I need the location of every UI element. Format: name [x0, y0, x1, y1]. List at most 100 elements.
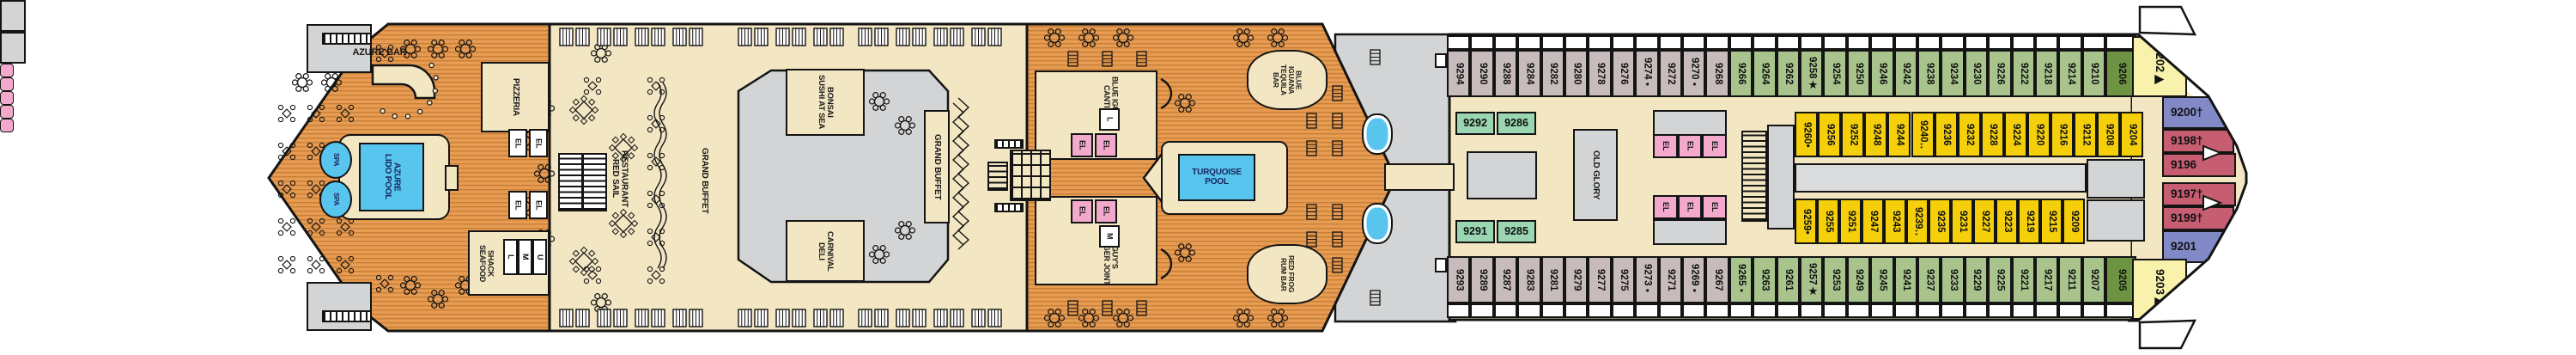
- cabin-9281[interactable]: 9281: [1540, 256, 1564, 303]
- cabin-9259[interactable]: 9259•: [1795, 199, 1817, 244]
- cabin-9210[interactable]: 9210: [2081, 50, 2106, 97]
- escalator-icon[interactable]: [558, 153, 607, 211]
- cabin-9200[interactable]: 9200†: [2162, 96, 2233, 129]
- cabin-9219[interactable]: 9219: [2018, 199, 2040, 244]
- stairs-icon[interactable]: [1741, 131, 1767, 222]
- cabin-9280[interactable]: 9280: [1564, 50, 1589, 97]
- cabin-9290[interactable]: 9290: [1470, 50, 1494, 97]
- cabin-9288[interactable]: 9288: [1493, 50, 1518, 97]
- cabin-9238[interactable]: 9238: [1917, 50, 1941, 97]
- cabin-9245[interactable]: 9245: [1870, 256, 1894, 303]
- cabin-9209[interactable]: 9209: [2063, 199, 2085, 244]
- cabin-9207[interactable]: 9207: [2081, 256, 2106, 303]
- cabin-9198[interactable]: 9198†: [2162, 129, 2234, 153]
- spa-whirlpool[interactable]: SPA: [319, 181, 352, 218]
- cabin-9196[interactable]: 9196: [2162, 153, 2236, 177]
- cabin-9241[interactable]: 9241: [1893, 256, 1917, 303]
- cabin-9229[interactable]: 9229: [1964, 256, 1989, 303]
- cabin-9273[interactable]: 9273▪: [1635, 256, 1659, 303]
- cabin-9293[interactable]: 9293: [1447, 256, 1471, 303]
- cabin-9263[interactable]: 9263: [1753, 256, 1777, 303]
- cabin-9247[interactable]: 9247: [1862, 199, 1884, 244]
- carnival-deli[interactable]: CARNIVAL DELI: [786, 220, 865, 282]
- elevator[interactable]: EL: [1095, 133, 1117, 157]
- elevator[interactable]: EL: [529, 129, 548, 157]
- cabin-9291[interactable]: 9291: [1455, 220, 1495, 243]
- cabin-9283[interactable]: 9283: [1517, 256, 1541, 303]
- cabin-9256[interactable]: 9256: [1818, 112, 1842, 157]
- cabin-9214[interactable]: 9214: [2058, 50, 2082, 97]
- cabin-9249[interactable]: 9249: [1846, 256, 1871, 303]
- elevator[interactable]: EL: [1653, 195, 1678, 219]
- cabin-9248[interactable]: 9248: [1864, 112, 1888, 157]
- cabin-9272[interactable]: 9272: [1658, 50, 1682, 97]
- cabin-9222[interactable]: 9222: [2011, 50, 2035, 97]
- cabin-9217[interactable]: 9217: [2035, 256, 2059, 303]
- cabin-9202[interactable]: 9202▶: [2132, 36, 2187, 97]
- cabin-9212[interactable]: 9212: [2074, 112, 2098, 157]
- cabin-9267[interactable]: 9267: [1705, 256, 1729, 303]
- cabin-9244[interactable]: 9244: [1887, 112, 1911, 157]
- cabin-9279[interactable]: 9279: [1564, 256, 1589, 303]
- cabin-9246[interactable]: 9246: [1870, 50, 1894, 97]
- elevator[interactable]: EL: [1653, 134, 1678, 158]
- cabin-9287[interactable]: 9287: [1493, 256, 1518, 303]
- cabin-9199[interactable]: 9199†: [2162, 206, 2234, 230]
- cabin-9251[interactable]: 9251: [1839, 199, 1862, 244]
- cabin-9211[interactable]: 9211: [2058, 256, 2082, 303]
- whirlpool[interactable]: [1362, 113, 1393, 155]
- cabin-9220[interactable]: 9220: [2027, 112, 2051, 157]
- whirlpool[interactable]: [1362, 203, 1393, 244]
- cabin-9227[interactable]: 9227: [1973, 199, 1996, 244]
- cabin-9230[interactable]: 9230: [1964, 50, 1989, 97]
- cabin-9285[interactable]: 9285: [1497, 220, 1536, 243]
- cabin-9239[interactable]: 9239‥: [1906, 199, 1929, 244]
- cabin-9282[interactable]: 9282: [1540, 50, 1564, 97]
- bonsai-sushi[interactable]: BONSAI SUSHI AT SEA: [786, 69, 865, 136]
- cabin-9252[interactable]: 9252: [1841, 112, 1865, 157]
- cabin-9215[interactable]: 9215: [2040, 199, 2063, 244]
- cabin-9250[interactable]: 9250: [1846, 50, 1871, 97]
- cabin-9216[interactable]: 9216: [2050, 112, 2075, 157]
- cabin-9275[interactable]: 9275: [1611, 256, 1636, 303]
- pizzeria[interactable]: PIZZERIA: [481, 62, 550, 132]
- cabin-9203[interactable]: 9203▶: [2132, 259, 2187, 320]
- cabin-9224[interactable]: 9224: [2003, 112, 2027, 157]
- cabin-9255[interactable]: 9255: [1817, 199, 1839, 244]
- cabin-9232[interactable]: 9232: [1957, 112, 1981, 157]
- cabin-9292[interactable]: 9292: [1455, 112, 1495, 135]
- cabin-9225[interactable]: 9225: [1988, 256, 2012, 303]
- cabin-9243[interactable]: 9243: [1884, 199, 1906, 244]
- cabin-9278[interactable]: 9278: [1588, 50, 1612, 97]
- cabin-9208[interactable]: 9208: [2097, 112, 2121, 157]
- blue-iguana-tequila-bar[interactable]: BLUE IGUANA TEQUILA BAR: [1247, 50, 1327, 110]
- elevator[interactable]: EL: [1702, 195, 1727, 219]
- cabin-9268[interactable]: 9268: [1705, 50, 1729, 97]
- cabin-9262[interactable]: 9262: [1776, 50, 1800, 97]
- cabin-9234[interactable]: 9234: [1941, 50, 1965, 97]
- cabin-9221[interactable]: 9221: [2011, 256, 2035, 303]
- cabin-9277[interactable]: 9277: [1588, 256, 1612, 303]
- elevator[interactable]: EL: [1677, 195, 1703, 219]
- elevator[interactable]: EL: [1095, 199, 1117, 223]
- cabin-9253[interactable]: 9253: [1823, 256, 1847, 303]
- cabin-9264[interactable]: 9264: [1753, 50, 1777, 97]
- cabin-9289[interactable]: 9289: [1470, 256, 1494, 303]
- cabin-9286[interactable]: 9286: [1497, 112, 1536, 135]
- cabin-9204[interactable]: 9204: [2120, 112, 2144, 157]
- cabin-9231[interactable]: 9231: [1951, 199, 1973, 244]
- red-frog-rum-bar[interactable]: RED FROG RUM BAR: [1247, 244, 1327, 304]
- cabin-9260[interactable]: 9260•: [1795, 112, 1819, 157]
- cabin-9276[interactable]: 9276: [1611, 50, 1636, 97]
- cabin-9294[interactable]: 9294: [1447, 50, 1471, 97]
- cabin-9237[interactable]: 9237: [1917, 256, 1941, 303]
- azure-lido-pool[interactable]: AZURE LIDO POOL: [359, 143, 424, 211]
- cabin-9274[interactable]: 9274▪: [1635, 50, 1659, 97]
- guys-burger-joint[interactable]: GUY'S BURGER JOINT: [1035, 196, 1157, 285]
- cabin-9261[interactable]: 9261: [1776, 256, 1800, 303]
- elevator[interactable]: EL: [508, 191, 527, 219]
- cabin-9257[interactable]: 9257★: [1800, 256, 1824, 303]
- elevator[interactable]: EL: [1702, 134, 1727, 158]
- elevator[interactable]: EL: [1677, 134, 1703, 158]
- spa-whirlpool[interactable]: SPA: [319, 141, 352, 179]
